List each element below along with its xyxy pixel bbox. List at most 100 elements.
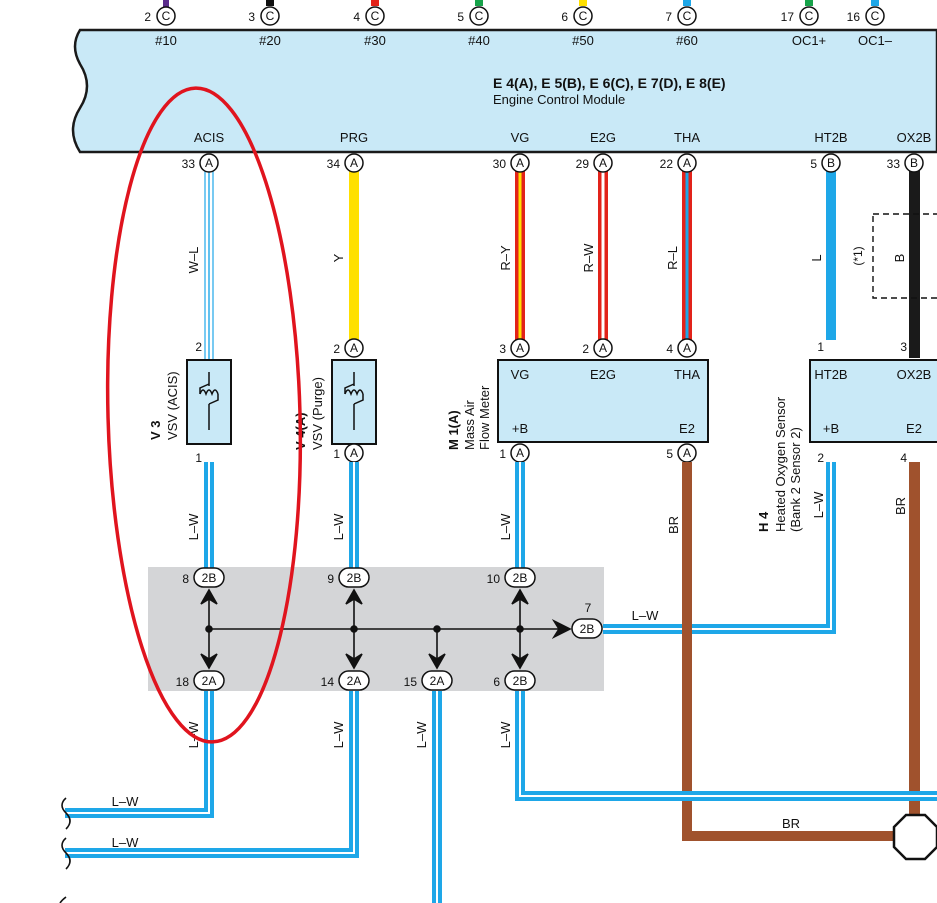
wire-60 <box>683 0 691 6</box>
svg-text:+B: +B <box>512 421 528 436</box>
terminal-oc1m: C 16 OC1– <box>847 6 893 48</box>
svg-text:16: 16 <box>847 10 861 24</box>
wire-labels: W–L Y R–Y R–W R–L L B <box>186 243 907 274</box>
wire-30 <box>371 0 379 6</box>
svg-text:+B: +B <box>823 421 839 436</box>
terminal-10-name: #10 <box>155 33 177 48</box>
svg-text:9: 9 <box>327 572 334 586</box>
svg-text:A: A <box>516 341 524 355</box>
svg-text:E2G: E2G <box>590 367 616 382</box>
svg-text:5: 5 <box>810 157 817 171</box>
svg-text:A: A <box>350 446 358 460</box>
svg-text:6: 6 <box>493 675 500 689</box>
svg-text:BR: BR <box>782 816 800 831</box>
svg-text:A: A <box>350 341 358 355</box>
svg-text:M 1(A): M 1(A) <box>446 410 461 450</box>
svg-text:A: A <box>683 446 691 460</box>
svg-text:2: 2 <box>582 342 589 356</box>
svg-text:ACIS: ACIS <box>194 130 225 145</box>
svg-text:BR: BR <box>893 497 908 515</box>
lw-labels: L–W L–W L–W BR L–W BR L–W <box>186 491 908 623</box>
svg-text:18: 18 <box>176 675 190 689</box>
svg-text:2: 2 <box>333 342 340 356</box>
svg-text:E2G: E2G <box>590 130 616 145</box>
svg-text:A: A <box>205 156 213 170</box>
svg-text:2: 2 <box>195 340 202 354</box>
svg-text:3: 3 <box>248 10 255 24</box>
ground-octagon-icon <box>892 813 937 861</box>
svg-text:VSV (Purge): VSV (Purge) <box>310 377 325 450</box>
svg-text:THA: THA <box>674 130 700 145</box>
svg-text:A: A <box>683 156 691 170</box>
svg-text:A: A <box>516 156 524 170</box>
wire-20 <box>266 0 274 6</box>
highlight-ellipse <box>105 86 303 744</box>
terminal-40: C 5 #40 <box>457 6 490 48</box>
m1-maf-meter: A 3 A 2 A 4 VG E2G THA +B E2 A 1 A 5 M 1… <box>446 338 709 463</box>
svg-text:A: A <box>683 341 691 355</box>
terminal-oc1p: C 17 OC1+ <box>781 6 826 48</box>
wire-prg <box>349 170 359 340</box>
svg-text:L–W: L–W <box>112 794 139 809</box>
svg-text:A: A <box>599 341 607 355</box>
svg-text:PRG: PRG <box>340 130 368 145</box>
svg-text:29: 29 <box>576 157 590 171</box>
ecm-title: E 4(A), E 5(B), E 6(C), E 7(D), E 8(E) <box>493 75 726 91</box>
svg-text:C: C <box>266 9 275 23</box>
ecm-subtitle: Engine Control Module <box>493 92 625 107</box>
wire-oc1p <box>805 0 813 6</box>
svg-text:22: 22 <box>660 157 674 171</box>
svg-text:C: C <box>683 9 692 23</box>
svg-text:B: B <box>827 156 835 170</box>
wire-e2g <box>598 170 608 340</box>
ecm-bottom-terminals: ACIS PRG VG E2G THA HT2B OX2B <box>194 130 932 145</box>
option-label: (*1) <box>851 246 865 265</box>
ecm-top-wires <box>163 0 879 8</box>
wire-break-marks <box>59 797 71 903</box>
svg-text:#20: #20 <box>259 33 281 48</box>
svg-text:HT2B: HT2B <box>814 130 847 145</box>
v3-coil-icon <box>199 372 219 430</box>
ecm-top-terminals: C 2 #10 C 3 #20 C 4 #30 C 5 #40 C 6 #50 <box>144 6 893 48</box>
svg-text:L–W: L–W <box>331 721 346 748</box>
v3-vsv-acis: 2 1 V 3 VSV (ACIS) <box>148 340 232 465</box>
svg-text:C: C <box>371 9 380 23</box>
svg-text:8: 8 <box>182 572 189 586</box>
svg-text:E2: E2 <box>679 421 695 436</box>
svg-text:1: 1 <box>333 447 340 461</box>
svg-text:OX2B: OX2B <box>897 130 932 145</box>
option-dashed-box <box>872 213 937 299</box>
svg-text:OC1+: OC1+ <box>792 33 826 48</box>
svg-text:L–W: L–W <box>186 513 201 540</box>
svg-text:L–W: L–W <box>498 513 513 540</box>
svg-text:L–W: L–W <box>632 608 659 623</box>
lw-wires-lower <box>65 691 937 903</box>
svg-text:2B: 2B <box>580 622 595 636</box>
svg-text:3: 3 <box>499 342 506 356</box>
lw-labels-lower: L–W L–W L–W L–W L–W L–W BR <box>112 721 800 850</box>
svg-text:(Bank 2 Sensor 2): (Bank 2 Sensor 2) <box>788 427 803 532</box>
svg-text:#50: #50 <box>572 33 594 48</box>
svg-text:L–W: L–W <box>112 835 139 850</box>
svg-text:V 3: V 3 <box>148 420 163 440</box>
svg-text:OX2B: OX2B <box>897 367 932 382</box>
svg-text:A: A <box>599 156 607 170</box>
svg-text:1: 1 <box>499 447 506 461</box>
wire-vg <box>515 170 525 340</box>
svg-text:C: C <box>871 9 880 23</box>
svg-text:34: 34 <box>327 157 341 171</box>
svg-text:15: 15 <box>404 675 418 689</box>
svg-text:5: 5 <box>457 10 464 24</box>
svg-text:33: 33 <box>887 157 901 171</box>
svg-text:Y: Y <box>331 253 346 262</box>
svg-text:10: 10 <box>487 572 501 586</box>
svg-text:B: B <box>910 156 918 170</box>
wire-40 <box>475 0 483 6</box>
ecm-module-body <box>71 28 937 154</box>
svg-text:L–W: L–W <box>414 721 429 748</box>
svg-text:7: 7 <box>665 10 672 24</box>
svg-text:2A: 2A <box>430 674 445 688</box>
wire-10 <box>163 0 169 8</box>
svg-text:5: 5 <box>666 447 673 461</box>
